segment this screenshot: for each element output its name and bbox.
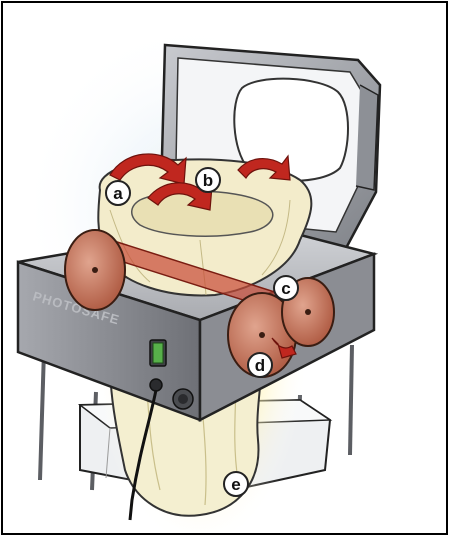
callout-c: c	[274, 276, 298, 300]
power-switch-icon[interactable]	[150, 340, 166, 366]
callout-a-label: a	[113, 184, 123, 203]
left-roller	[65, 230, 125, 310]
callout-a: a	[106, 181, 130, 205]
callout-b-label: b	[203, 171, 213, 190]
callout-d-label: d	[255, 356, 265, 375]
knob-icon[interactable]	[173, 389, 193, 409]
callout-d: d	[248, 353, 272, 377]
callout-c-label: c	[281, 279, 290, 298]
callout-b: b	[196, 168, 220, 192]
callout-e-label: e	[231, 475, 240, 494]
callout-e: e	[224, 472, 248, 496]
